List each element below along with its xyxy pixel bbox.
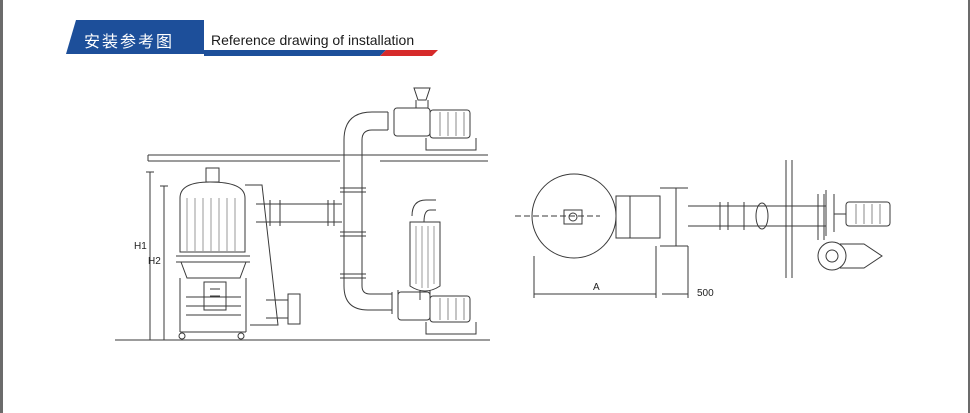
plan-fan-assembly — [817, 190, 891, 271]
lower-fan-housing — [397, 291, 431, 321]
plan-filter-box — [563, 209, 583, 225]
height-dimensions: H1 H2 — [134, 171, 168, 341]
a-dimension-label: A — [593, 282, 600, 293]
section-title-chinese: 安装参考图 — [84, 32, 175, 51]
left-frame-border — [0, 0, 3, 413]
section-title-english: Reference drawing of installation — [211, 32, 415, 48]
upper-fan-motor — [429, 109, 471, 139]
upper-fan-hopper — [413, 87, 431, 108]
collector-body — [409, 221, 441, 292]
vessel-lower-cone — [176, 255, 250, 279]
plan-fan-motor — [845, 201, 891, 227]
a-dimension-line — [533, 246, 657, 298]
plan-view: A 500 — [515, 160, 891, 299]
vessel-stand — [179, 278, 247, 333]
upper-fan-base — [425, 138, 477, 151]
air-inlet — [266, 293, 301, 325]
upper-fan-housing — [393, 107, 431, 137]
h2-dimension-line — [160, 185, 168, 340]
header-banner — [66, 20, 438, 56]
ceiling-beam — [147, 154, 488, 162]
plan-filter-center — [568, 212, 578, 222]
filter-cart — [203, 281, 227, 311]
exhaust-duct — [256, 200, 342, 226]
lower-fan-motor-fins — [439, 298, 465, 320]
offset-dimension-line — [662, 246, 689, 298]
support-frame — [245, 184, 279, 326]
plan-frame-lines — [660, 187, 688, 247]
riser-elbow-upper — [343, 111, 388, 141]
plan-main-duct — [688, 202, 826, 230]
collector-inlet-elbow — [411, 199, 436, 223]
section-header: 安装参考图 Reference drawing of installation — [0, 0, 970, 70]
plan-fan-motor-fins — [855, 204, 881, 224]
upper-fan-outlet — [387, 110, 395, 132]
h1-label: H1 — [134, 241, 147, 252]
riser-elbow-lower — [343, 285, 392, 311]
caster-right — [237, 332, 245, 340]
h1-dimension-line — [146, 171, 154, 341]
plan-fan-volute — [817, 241, 847, 271]
offset-dimension-label: 500 — [697, 288, 714, 299]
plan-connector — [615, 195, 661, 239]
h2-label: H2 — [148, 256, 161, 267]
vessel-top-filter — [205, 167, 220, 183]
lower-fan-assembly — [391, 290, 477, 335]
elevation-view: H1 H2 — [115, 87, 490, 341]
dryer-vessel — [176, 167, 250, 340]
plan-riser-flange — [817, 194, 825, 240]
vessel-grid — [186, 198, 236, 252]
caster-left — [178, 332, 186, 340]
plan-fan-coupling — [825, 190, 846, 236]
lower-fan-motor — [429, 295, 471, 323]
riser-duct — [340, 111, 392, 311]
banner-blue-stripe — [204, 50, 386, 56]
plan-fan-outlet — [840, 243, 883, 269]
upper-fan-assembly — [387, 87, 477, 151]
plan-wall-support — [785, 160, 793, 278]
dust-collector — [409, 199, 441, 300]
right-frame-border — [968, 0, 970, 413]
lower-fan-flange — [391, 290, 399, 316]
banner-blue-tab — [66, 20, 204, 54]
plan-dimensions: A 500 — [533, 246, 714, 299]
riser-main — [343, 140, 363, 286]
upper-fan-motor-fins — [439, 112, 465, 136]
riser-flanges — [340, 187, 366, 279]
collector-bags — [415, 226, 435, 288]
lower-fan-base — [425, 322, 477, 335]
plan-duct-valve — [755, 202, 769, 230]
plan-fan-hub — [825, 249, 839, 263]
banner-red-stripe — [380, 50, 438, 56]
